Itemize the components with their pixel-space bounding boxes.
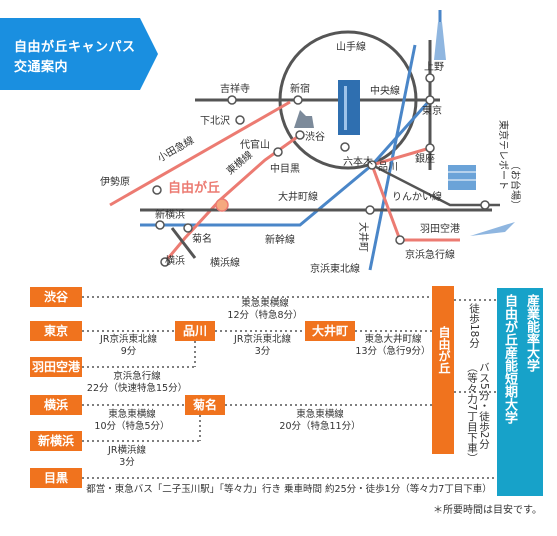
label-ueno: 上野 [424,61,444,73]
title-banner: 自由が丘キャンパス 交通案内 [0,18,158,90]
station-oimachi: 大井町 [305,321,355,341]
footnote: ＊所要時間は目安です。 [433,505,542,516]
label-jiyugaoka: 自由が丘 [168,180,220,196]
station-dot [365,205,375,215]
route-keihin-2: JR京浜東北線 3分 [234,334,291,357]
station-dot [235,115,245,125]
airplane-icon [470,222,515,236]
station-shibuya: 渋谷 [30,287,82,307]
route-toyoko-1: 東急東横線 12分（特急8分） [227,298,303,321]
label-oimachi-line: 大井町線 [278,190,318,203]
destination-university: 産業能率大学 [524,294,539,372]
odaiba-building-icon [448,165,476,190]
label-shimokitazawa: 下北沢 [200,114,230,127]
label-keihin-tohoku: 京浜東北線 [310,262,360,275]
ginza-link [371,146,431,167]
station-dot [295,130,305,140]
label-isehara: 伊勢原 [100,175,130,188]
route-oimachi: 東急大井町線 13分（急行9分） [355,334,431,357]
jiyugaoka-label: 自由が丘 [437,326,451,374]
label-roppongi: 六本木 [343,155,373,168]
station-yokohama: 横浜 [30,395,82,415]
route-toyoko-2: 東急東横線 10分（特急5分） [94,409,170,432]
label-daikanyama: 代官山 [240,138,270,151]
jiyugaoka-dot [215,198,229,212]
station-dot [152,185,162,195]
label-tokyo-teleport: 東京テレポート [497,120,510,190]
station-dot [155,220,165,230]
station-meguro: 目黒 [30,468,82,488]
label-yamanote: 山手線 [336,40,366,53]
label-oimachi: 大井町 [357,222,370,252]
banner-subtitle: 交通案内 [14,60,69,75]
destination-box: 産業能率大学 自由が丘産能短期大学 [497,288,543,496]
station-dot [160,257,170,267]
route-yokohama-line: JR横浜線 3分 [108,445,146,468]
label-odaiba: （お台場） [509,160,522,210]
banner-shape [0,18,158,90]
hachiko-icon [294,110,314,128]
station-dot [425,95,435,105]
route-keikyu: 京浜急行線 22分（快速特急15分） [86,371,188,394]
label-shinagawa: 品川 [378,161,398,173]
label-shin-yokohama: 新横浜 [155,208,185,221]
route-keihin-1: JR京浜東北線 9分 [100,334,157,357]
label-shibuya: 渋谷 [305,130,325,143]
station-dot [227,95,237,105]
station-dot [367,160,377,170]
label-yokohama-line: 横浜線 [210,256,240,269]
route-toyoko-3: 東急東横線 20分（特急11分） [279,409,361,432]
station-shin-yokohama: 新横浜 [30,431,82,451]
station-shinagawa: 品川 [175,321,215,341]
station-haneda: 羽田空港 [30,357,82,377]
label-haneda: 羽田空港 [420,222,460,235]
label-chuo: 中央線 [370,84,400,97]
route-map: 山手線 中央線 上野 東京 新宿 吉祥寺 下北沢 渋谷 代官山 中目黒 六本木 … [100,10,522,275]
station-dot [293,95,303,105]
label-tokyo: 東京 [422,104,442,117]
label-ginza: 銀座 [415,152,435,165]
banner-title: 自由が丘キャンパス [14,40,136,55]
label-yokohama: 横浜 [165,254,185,267]
route-bus-walk: バス5分・徒歩2分（等々力7丁目下車） [466,362,490,464]
station-kikuna: 菊名 [185,395,225,415]
yokohama-line [170,227,197,259]
skytree-icon [434,10,446,60]
station-dot [425,143,435,153]
station-dot [395,235,405,245]
roppongi-hills-icon [338,80,360,135]
route-walk: 徒歩18分 [468,303,480,348]
label-rinkai: りんかい線 [392,190,442,203]
station-dot [425,73,435,83]
label-nakameguro: 中目黒 [270,162,300,175]
station-tokyo: 東京 [30,321,82,341]
label-kichijoji: 吉祥寺 [220,82,250,95]
station-dot [273,147,283,157]
station-dot [340,142,350,152]
odakyu-line [109,100,291,207]
destination-college: 自由が丘産能短期大学 [502,294,517,424]
route-meguro-bus: 都営・東急バス「二子玉川駅」「等々力」行き 乗車時間 約25分・徒歩1分（等々力… [86,484,492,495]
shinkansen-line [140,99,432,227]
station-dot [183,223,193,233]
label-shinjuku: 新宿 [290,82,310,95]
label-keikyu: 京浜急行線 [405,248,455,261]
label-shinkansen: 新幹線 [265,233,295,246]
label-kikuna: 菊名 [192,232,212,245]
station-dot [480,200,490,210]
jiyugaoka-station-bar: 自由が丘 [432,286,454,454]
